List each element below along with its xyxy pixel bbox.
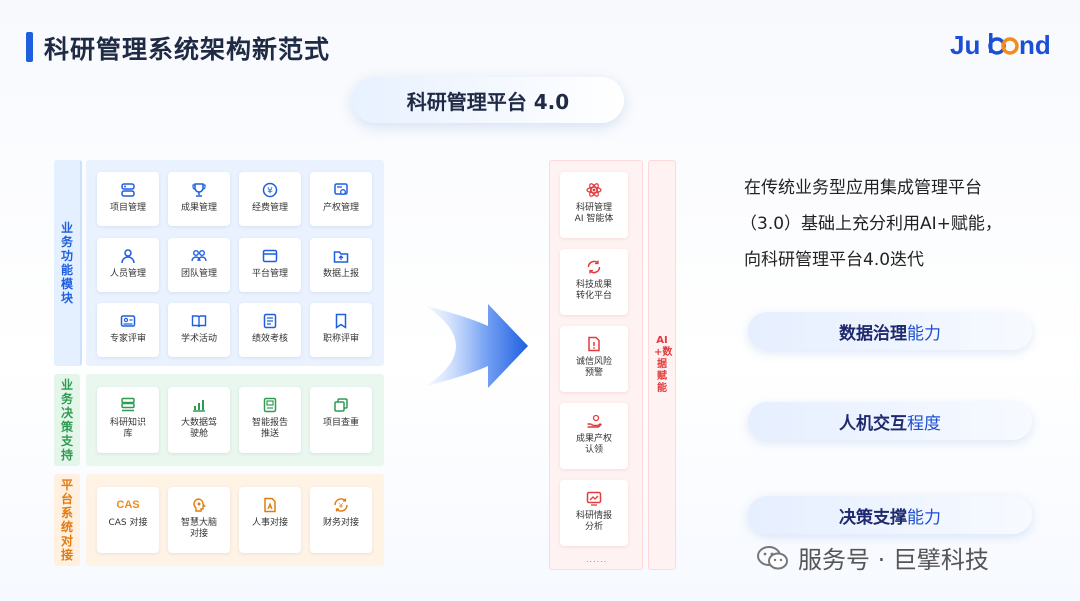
tile-ai-agent[interactable]: 科研管理 AI 智能体 xyxy=(560,172,628,238)
hand-claim-icon xyxy=(587,414,602,428)
tile-smart-report[interactable]: 智能报告 推送 xyxy=(239,387,301,453)
tile-data-reporting[interactable]: 数据上报 xyxy=(310,238,372,292)
tile-project-management[interactable]: 项目管理 xyxy=(97,172,159,226)
feature-data-governance: 数据治理能力 xyxy=(748,312,1032,350)
analysis-icon xyxy=(586,491,602,506)
brain-icon xyxy=(193,498,206,512)
business-group-label: 业务功能模块 xyxy=(54,160,82,366)
tile-team-management[interactable]: 团队管理 xyxy=(168,238,230,292)
page-title: 科研管理系统架构新范式 xyxy=(44,35,331,64)
checklist-icon xyxy=(263,313,277,329)
hr-doc-icon xyxy=(264,497,276,513)
tile-finance-integration[interactable]: ¥ 财务对接 xyxy=(310,487,372,553)
tile-academic-activity[interactable]: 学术活动 xyxy=(168,303,230,357)
svg-text:¥: ¥ xyxy=(339,502,344,510)
more-ellipsis: ...... xyxy=(586,555,608,564)
tile-intelligence-analysis[interactable]: 科研情报 分析 xyxy=(560,480,628,546)
tile-integrity-warning[interactable]: 诚信风险 预警 xyxy=(560,326,628,392)
decision-group-label: 业务决策支持 xyxy=(54,374,80,466)
tile-project-dedup[interactable]: 项目查重 xyxy=(310,387,372,453)
upload-folder-icon xyxy=(333,251,349,263)
team-icon xyxy=(191,250,207,262)
description-line-3: 向科研管理平台4.0迭代 xyxy=(744,250,925,270)
yuan-coin-icon: ¥ xyxy=(262,182,278,198)
finance-icon: ¥ xyxy=(334,498,348,512)
trophy-icon xyxy=(192,183,206,197)
tile-cas-integration[interactable]: CAS CAS 对接 xyxy=(97,487,159,553)
transform-icon xyxy=(587,260,601,274)
feature-decision-support: 决策支撑能力 xyxy=(748,496,1032,534)
tile-hr-integration[interactable]: 人事对接 xyxy=(239,487,301,553)
svg-text:nd: nd xyxy=(1019,30,1050,60)
book-icon xyxy=(191,315,207,328)
person-icon xyxy=(121,249,135,264)
svg-text:¥: ¥ xyxy=(267,187,273,197)
tile-title-review[interactable]: 职称评审 xyxy=(310,303,372,357)
warning-doc-icon xyxy=(588,336,600,352)
tile-bigdata-cockpit[interactable]: 大数据驾 驶舱 xyxy=(168,387,230,453)
tile-achievement-transform[interactable]: 科技成果 转化平台 xyxy=(560,249,628,315)
tile-funding-management[interactable]: ¥ 经费管理 xyxy=(239,172,301,226)
bookmark-icon xyxy=(335,313,347,329)
tile-brain-integration[interactable]: 智慧大脑 对接 xyxy=(168,487,230,553)
window-icon xyxy=(262,249,278,263)
tile-personnel-management[interactable]: 人员管理 xyxy=(97,238,159,292)
database-icon xyxy=(121,397,135,412)
ai-data-enable-column: AI+数据赋能 xyxy=(648,160,676,570)
title-accent-bar xyxy=(26,32,33,62)
tile-ip-management[interactable]: 产权管理 xyxy=(310,172,372,226)
duplicate-icon xyxy=(334,398,348,412)
project-icon xyxy=(121,183,135,197)
tile-ip-claim[interactable]: 成果产权 认领 xyxy=(560,403,628,469)
platform-group-label: 平台系统对接 xyxy=(54,474,80,566)
expert-card-icon xyxy=(120,315,136,327)
feature-human-ai-interaction: 人机交互程度 xyxy=(748,402,1032,440)
platform-description: 在传统业务型应用集成管理平台 （3.0）基础上充分利用AI+赋能， 向科研管理平… xyxy=(740,170,1064,278)
brand-logo: Ju nd xyxy=(950,30,1051,67)
description-line-1: 在传统业务型应用集成管理平台 xyxy=(744,178,982,198)
wechat-icon xyxy=(757,545,788,569)
jubond-logo-icon: Ju nd xyxy=(950,30,1051,60)
certificate-icon xyxy=(334,183,348,195)
platform-version-pill: 科研管理平台 4.0 xyxy=(352,77,624,123)
tile-knowledge-base[interactable]: 科研知识 库 xyxy=(97,387,159,453)
tile-expert-review[interactable]: 专家评审 xyxy=(97,303,159,357)
tile-performance-review[interactable]: 绩效考核 xyxy=(239,303,301,357)
report-icon xyxy=(263,397,277,413)
watermark: 服务号 · 巨擘科技 xyxy=(756,540,989,575)
svg-text:Ju: Ju xyxy=(950,30,980,60)
tile-platform-management[interactable]: 平台管理 xyxy=(239,238,301,292)
cas-icon: CAS xyxy=(116,499,140,511)
bar-chart-icon xyxy=(193,400,205,412)
tile-achievement-management[interactable]: 成果管理 xyxy=(168,172,230,226)
transition-arrow-icon xyxy=(426,304,528,388)
ai-agent-icon xyxy=(586,183,602,197)
description-line-2: （3.0）基础上充分利用AI+赋能， xyxy=(740,214,1002,234)
